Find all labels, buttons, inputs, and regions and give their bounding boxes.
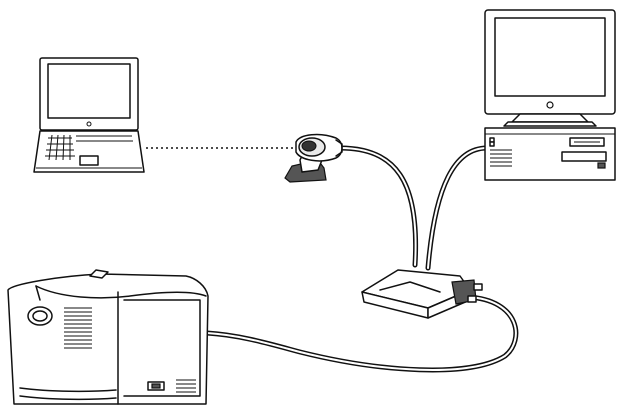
printer-icon bbox=[7, 269, 209, 405]
adapter-cable bbox=[337, 145, 419, 268]
printer-cable bbox=[204, 294, 519, 373]
infrared-adapter-icon bbox=[284, 133, 343, 183]
desktop-computer-icon bbox=[484, 9, 616, 181]
laptop-icon bbox=[33, 57, 145, 173]
desktop-cable bbox=[425, 145, 490, 271]
connection-lines bbox=[146, 145, 519, 373]
interface-box-icon bbox=[361, 269, 483, 319]
